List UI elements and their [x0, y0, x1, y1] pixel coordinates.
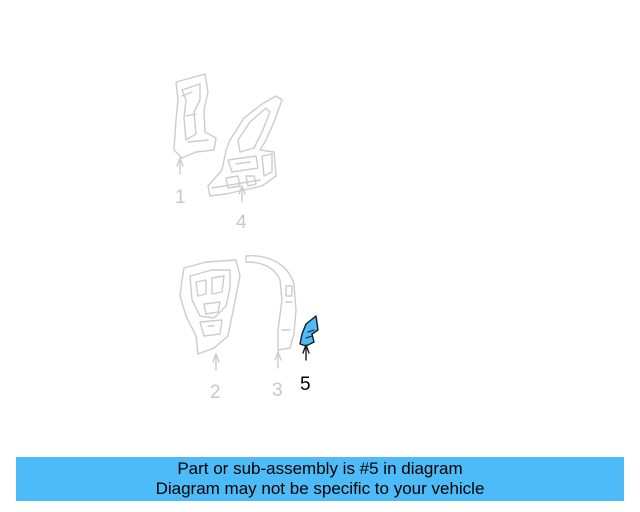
quarter-panel-icon	[207, 95, 283, 203]
part-label-5: 5	[300, 374, 311, 395]
part-label-4: 4	[236, 212, 247, 233]
inner-panel-icon	[179, 259, 241, 371]
bracket-icon	[299, 315, 319, 361]
part-label-3: 3	[272, 380, 283, 401]
pillar-panel-icon	[173, 73, 217, 175]
info-banner: Part or sub-assembly is #5 in diagram Di…	[16, 457, 624, 501]
part-label-1: 1	[175, 187, 186, 208]
curved-rail-icon	[245, 255, 297, 369]
banner-line-2: Diagram may not be specific to your vehi…	[155, 479, 485, 498]
parts-diagram: 1 4 2 3 5	[173, 73, 319, 403]
banner-line-1: Part or sub-assembly is #5 in diagram	[177, 459, 463, 478]
part-label-2: 2	[210, 382, 221, 403]
